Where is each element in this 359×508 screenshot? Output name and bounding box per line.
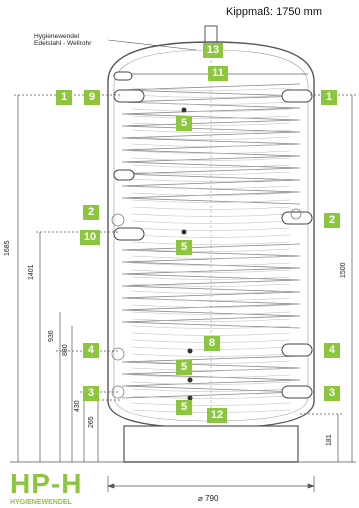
- badge-4-left: 4: [83, 343, 99, 358]
- badge-5-top: 5: [176, 116, 192, 131]
- note-line-1: Hygienewendel: [34, 33, 80, 40]
- dim-1401: 1401: [28, 264, 35, 280]
- coil-band: [121, 355, 301, 399]
- dim-430: 430: [74, 400, 81, 412]
- brand-title: HP-H: [10, 468, 83, 499]
- side-flanges: [111, 208, 302, 399]
- badge-9: 9: [84, 90, 100, 105]
- badge-10: 10: [80, 230, 100, 245]
- badge-13: 13: [203, 43, 223, 58]
- kippmass-label: Kippmaß: 1750 mm: [226, 6, 322, 18]
- connection-stubs: [113, 71, 313, 399]
- badge-5-bottom: 5: [176, 400, 192, 415]
- top-nozzle: [204, 25, 218, 43]
- badge-3-left: 3: [83, 386, 99, 401]
- diameter-label: ⌀ 790: [198, 494, 219, 503]
- tank-base: [123, 425, 299, 463]
- dim-181: 181: [326, 434, 333, 446]
- sensor-dots: [181, 107, 193, 401]
- badge-2-left: 2: [83, 205, 99, 220]
- note-line-2: Edelstahl - Wellrohr: [34, 40, 92, 47]
- diameter-line: [106, 476, 316, 492]
- note-leader: [107, 39, 197, 51]
- dim-1685: 1685: [4, 240, 11, 256]
- badge-5-mid: 5: [176, 240, 192, 255]
- badge-1-left: 1: [56, 90, 72, 105]
- badge-1-right: 1: [321, 90, 337, 105]
- badge-4-right: 4: [324, 343, 340, 358]
- dim-1500: 1500: [340, 262, 347, 278]
- dim-936: 936: [48, 330, 55, 342]
- right-dimension-lines: [298, 94, 356, 463]
- dim-265: 265: [88, 416, 95, 428]
- brand-subtitle: HYGIENEWENDEL: [10, 499, 72, 506]
- badge-3-right: 3: [324, 386, 340, 401]
- dim-880: 880: [62, 344, 69, 356]
- heat-exchanger-coils: [121, 83, 301, 413]
- badge-5-low: 5: [176, 360, 192, 375]
- badge-2-right: 2: [324, 213, 340, 228]
- badge-12: 12: [207, 408, 227, 423]
- badge-11: 11: [208, 66, 228, 81]
- badge-8: 8: [204, 336, 220, 351]
